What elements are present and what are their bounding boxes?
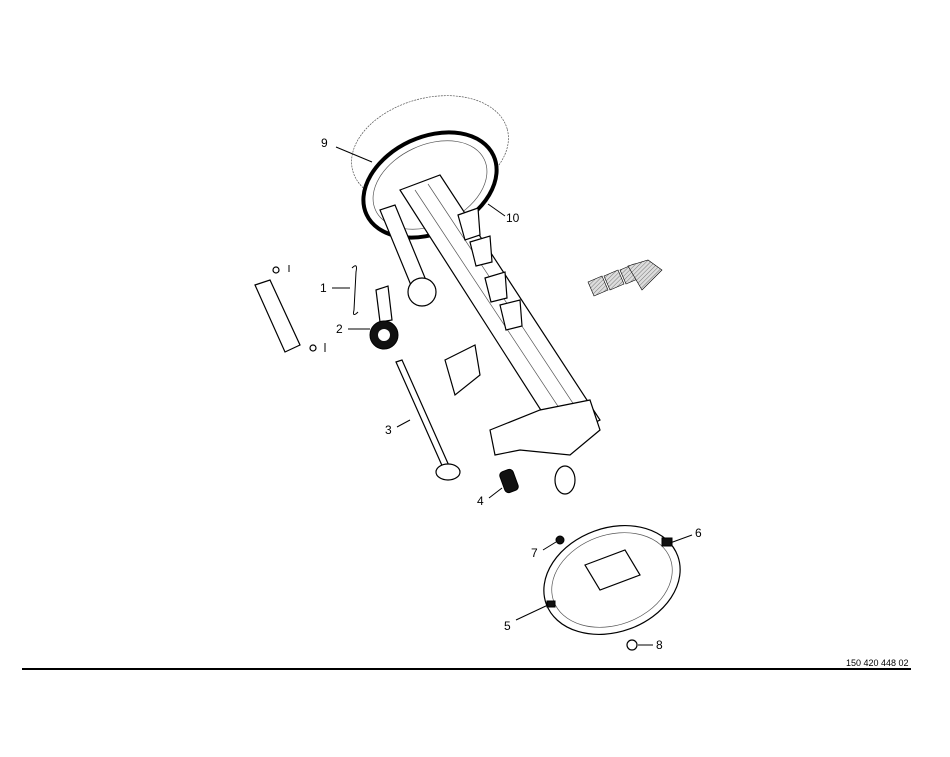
callout-7: 7 <box>531 541 557 560</box>
svg-text:5: 5 <box>504 619 511 633</box>
callout-4: 4 <box>477 487 503 508</box>
nut <box>555 535 565 545</box>
bushing <box>499 468 519 494</box>
callout-9: 9 <box>321 136 373 163</box>
footer-rule <box>22 668 911 670</box>
document-number: 150 420 448 02 <box>846 658 909 668</box>
plug <box>626 639 638 651</box>
slack-adjuster <box>369 285 399 350</box>
callout-3: 3 <box>385 419 411 437</box>
svg-text:1: 1 <box>320 281 327 295</box>
svg-text:9: 9 <box>321 136 328 150</box>
spring <box>351 265 359 316</box>
svg-text:3: 3 <box>385 423 392 437</box>
dust-shield <box>543 524 681 636</box>
svg-text:4: 4 <box>477 494 484 508</box>
axle-beam <box>379 174 601 495</box>
svg-text:6: 6 <box>695 526 702 540</box>
svg-text:7: 7 <box>531 546 538 560</box>
direction-arrow-icon <box>587 259 663 297</box>
svg-text:10: 10 <box>506 211 520 225</box>
callout-1: 1 <box>320 281 350 295</box>
callout-10: 10 <box>487 203 520 225</box>
svg-text:2: 2 <box>336 322 343 336</box>
callout-5: 5 <box>504 604 549 633</box>
callout-2: 2 <box>336 322 370 336</box>
bracket-plate <box>254 265 326 353</box>
callout-8: 8 <box>638 638 663 652</box>
svg-text:8: 8 <box>656 638 663 652</box>
callout-6: 6 <box>669 526 702 544</box>
camshaft <box>395 359 461 481</box>
